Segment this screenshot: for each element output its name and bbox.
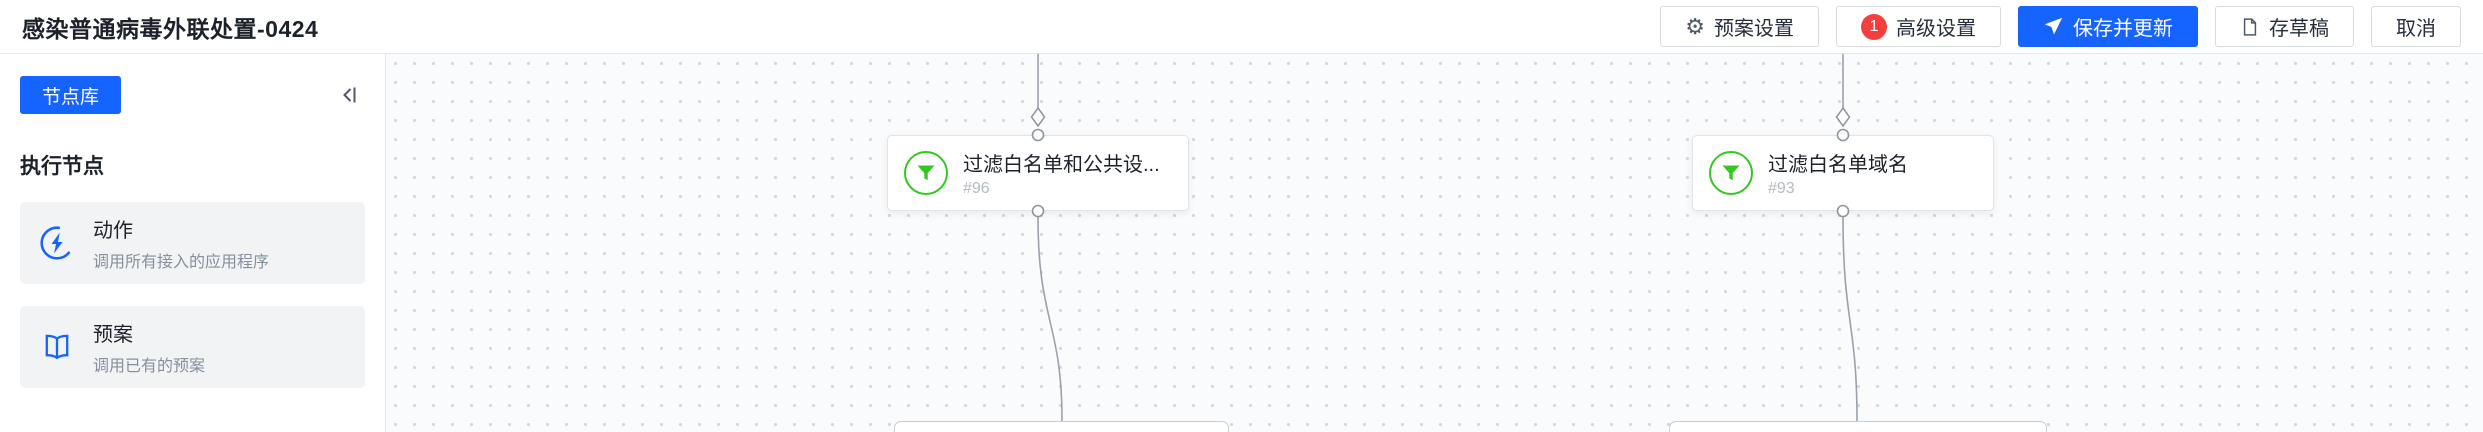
node-library-button[interactable]: 节点库 [20,76,122,114]
main-area: 节点库 执行节点 动作 调用所有接入的应用程序 [0,54,2483,432]
gear-icon: ⚙ [1685,13,1705,39]
draft-file-icon [2240,17,2260,37]
node-id: #96 [963,180,990,197]
plan-settings-label: 预案设置 [1714,18,1794,40]
page-title: 感染普通病毒外联处置-0424 [22,15,319,42]
edge-layer [1030,54,1858,422]
node-partial-bottom-left[interactable] [894,421,1229,432]
sidebar-item-playbook[interactable]: 预案 调用已有的预案 [20,306,365,388]
cancel-button[interactable]: 取消 [2371,6,2461,47]
plan-settings-button[interactable]: ⚙ 预案设置 [1660,6,1819,47]
save-draft-button[interactable]: 存草稿 [2215,6,2354,47]
execution-nodes-title: 执行节点 [20,155,104,178]
action-icon [38,224,76,262]
node-id: #93 [1768,180,1795,197]
node-library-sidebar: 节点库 执行节点 动作 调用所有接入的应用程序 [0,54,386,432]
notification-badge: 1 [1861,13,1887,40]
collapse-sidebar-icon[interactable] [333,79,365,111]
save-and-update-button[interactable]: 保存并更新 [2018,6,2198,47]
node-filter-whitelist-domain[interactable]: 过滤白名单域名 #93 [1692,135,1994,211]
node-partial-bottom-right[interactable] [1669,421,2047,432]
filter-icon [1709,151,1753,195]
playbook-icon [38,328,76,366]
filter-icon [904,151,948,195]
cancel-label: 取消 [2396,18,2436,40]
sidebar-item-action-title: 动作 [93,220,133,242]
advanced-settings-label: 高级设置 [1896,18,1976,40]
top-bar: 感染普通病毒外联处置-0424 ⚙ 预案设置 1 高级设置 保存并更新 存草稿 … [0,0,2483,54]
sidebar-item-playbook-subtitle: 调用已有的预案 [93,358,206,375]
send-icon [2043,16,2064,37]
sidebar-item-action-subtitle: 调用所有接入的应用程序 [93,254,270,271]
save-draft-label: 存草稿 [2269,18,2329,40]
header-actions: ⚙ 预案设置 1 高级设置 保存并更新 存草稿 取消 [1660,6,2461,47]
node-title: 过滤白名单域名 [1768,154,1908,176]
node-title: 过滤白名单和公共设... [963,154,1160,176]
sidebar-item-playbook-title: 预案 [93,324,133,346]
sidebar-item-action[interactable]: 动作 调用所有接入的应用程序 [20,202,365,284]
save-and-update-label: 保存并更新 [2073,18,2173,40]
advanced-settings-button[interactable]: 1 高级设置 [1836,6,2001,47]
flow-canvas[interactable]: 过滤白名单和公共设... #96 过滤白名单域名 #93 [386,54,2483,432]
node-filter-whitelist-public[interactable]: 过滤白名单和公共设... #96 [887,135,1189,211]
